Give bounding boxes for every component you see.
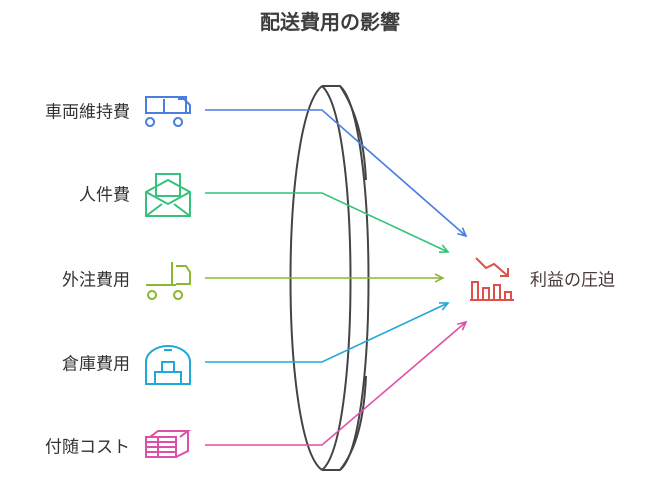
warehouse-icon [145,345,191,385]
declining-chart-icon [470,257,514,301]
salary-envelope-icon [145,173,191,217]
arrowhead [457,227,468,238]
input-label: 付随コスト [45,437,130,458]
input-label: 車両維持費 [45,102,130,123]
arrowhead [438,302,450,311]
flow-arrow [205,192,449,253]
input-label: 倉庫費用 [62,354,130,375]
truck-icon [145,96,191,127]
flow-arrow [205,109,467,237]
flow-arrow [205,302,449,363]
page-title: 配送費用の影響 [260,10,400,34]
output-label: 利益の圧迫 [530,270,615,291]
input-label: 人件費 [79,185,130,206]
input-label: 外注費用 [62,270,130,291]
arrowhead [457,320,468,331]
arrowhead [434,273,445,283]
arrowhead [438,244,450,253]
money-stack-icon [145,430,191,458]
lens [289,85,370,471]
semi-truck-icon [146,262,191,300]
flow-arrow [205,321,467,446]
